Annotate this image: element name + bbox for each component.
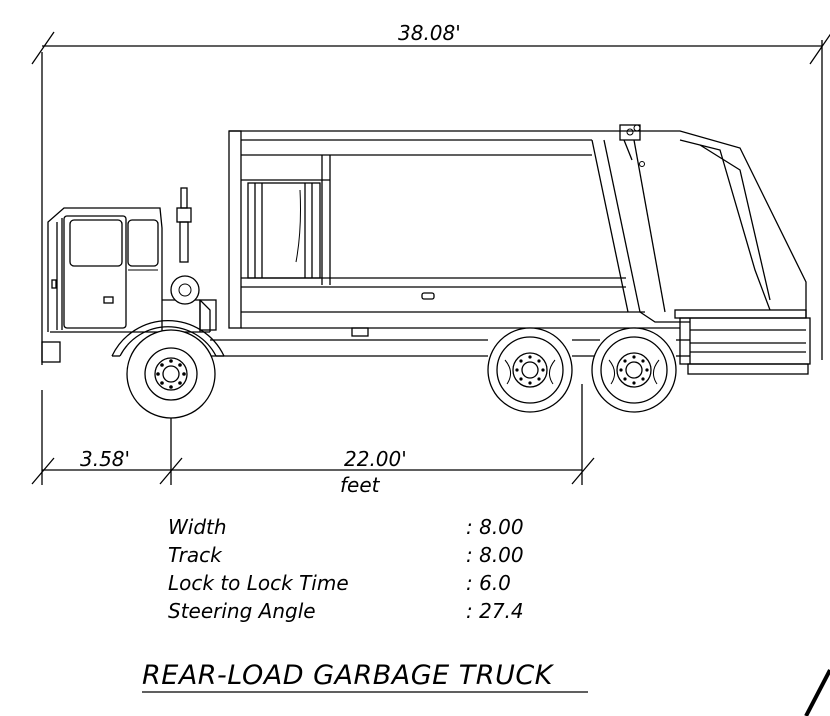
corner-slash <box>804 669 830 716</box>
spec-label: Track <box>168 543 223 567</box>
exhaust-stack <box>170 187 217 331</box>
spec-label: Lock to Lock Time <box>168 571 349 595</box>
spec-value: : 6.0 <box>466 571 511 595</box>
units-label: feet <box>340 473 381 497</box>
front-fender <box>111 319 225 357</box>
front-overhang-label: 3.58' <box>80 447 130 471</box>
garbage-body <box>228 130 807 337</box>
drawing-title: REAR-LOAD GARBAGE TRUCK <box>142 660 555 691</box>
rear-wheel-2 <box>591 327 677 413</box>
overall-length-dimension <box>31 31 830 365</box>
spec-value: : 27.4 <box>466 599 524 623</box>
spec-value: : 8.00 <box>466 515 524 539</box>
bottom-dimensions <box>31 384 595 485</box>
spec-value: : 8.00 <box>466 543 524 567</box>
tailgate <box>591 124 811 375</box>
front-wheel <box>126 329 216 419</box>
spec-label: Width <box>168 515 227 539</box>
wheelbase-label: 22.00' <box>344 447 407 471</box>
spec-table: Width : 8.00 Track : 8.00 Lock to Lock T… <box>168 515 524 623</box>
spec-label: Steering Angle <box>168 599 316 623</box>
rear-wheel-1 <box>487 327 573 413</box>
overall-length-label: 38.08' <box>398 21 461 45</box>
cab <box>47 207 211 332</box>
